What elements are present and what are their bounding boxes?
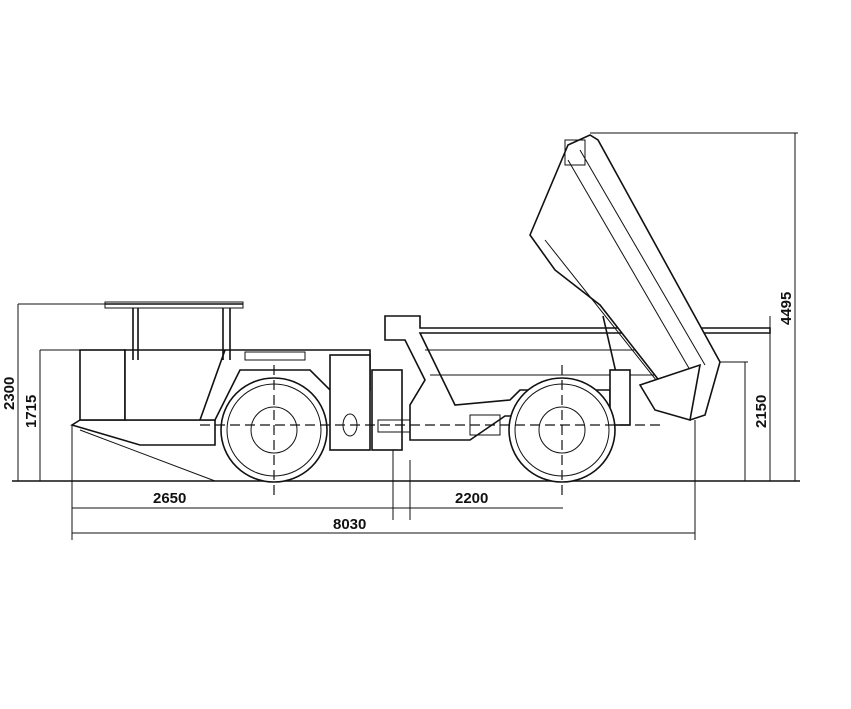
dim-box-height: 2150 [753, 395, 770, 428]
dim-front-wheelbase: 2650 [153, 490, 186, 507]
dim-overall-length: 8030 [333, 516, 366, 533]
dim-overall-height: 2300 [1, 377, 18, 410]
dump-box-raised [529, 134, 721, 422]
dim-body-height: 1715 [23, 395, 40, 428]
rear-unit [384, 315, 771, 441]
front-unit [70, 301, 429, 482]
dim-dump-height: 4495 [778, 292, 795, 325]
dimension-lines [17, 132, 798, 540]
dim-rear-wheelbase: 2200 [455, 490, 488, 507]
